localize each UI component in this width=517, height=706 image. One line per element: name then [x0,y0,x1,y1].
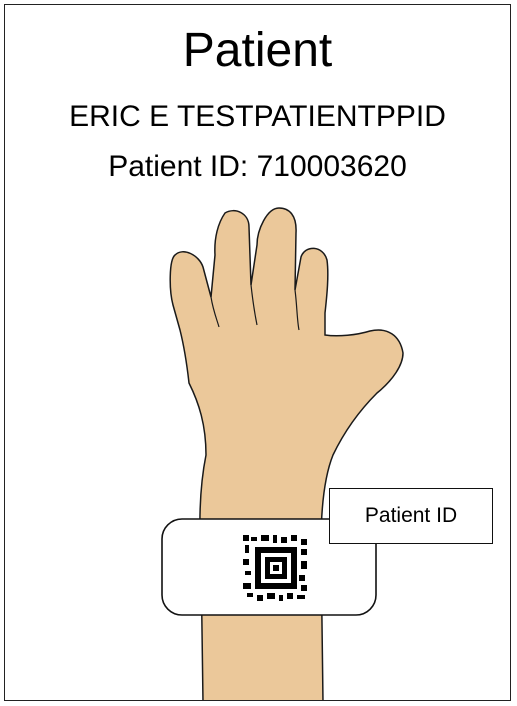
hand-illustration [5,5,511,701]
patient-card: Patient ERIC E TESTPATIENTPPID Patient I… [4,4,511,701]
hand-shape [170,208,403,701]
patient-id-callout: Patient ID [329,488,493,544]
